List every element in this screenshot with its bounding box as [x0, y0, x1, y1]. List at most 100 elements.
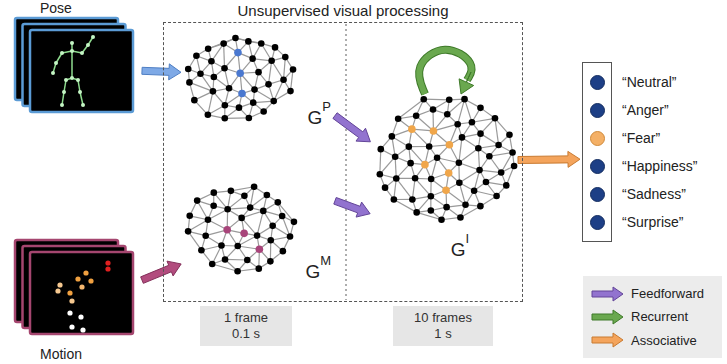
- legend-box: FeedforwardRecurrentAssociative: [583, 276, 722, 358]
- legend-arrow: [591, 309, 625, 325]
- graph-vertex: [222, 102, 229, 109]
- legend-row: Recurrent: [591, 309, 714, 325]
- graph-edge: [208, 209, 228, 220]
- joint: [78, 90, 82, 94]
- video-frame: [30, 252, 133, 334]
- graph-vertex: [420, 96, 427, 103]
- emotion-label: “Happiness”: [622, 158, 697, 174]
- graph-vertex: [392, 153, 399, 160]
- graph-symbol: G: [308, 108, 323, 128]
- graph-edge: [459, 137, 462, 162]
- graph-vertex: [446, 141, 454, 149]
- graph-edge: [431, 158, 437, 179]
- graph-vertex: [232, 35, 239, 42]
- graph-vertex: [221, 115, 228, 122]
- graph-vertex: [280, 248, 287, 255]
- motion-dot: [55, 288, 60, 293]
- graph-vertex: [428, 193, 435, 200]
- graph-vertex: [498, 169, 505, 176]
- legend-label: Associative: [631, 333, 697, 348]
- motion-dot: [80, 327, 85, 332]
- frame-stack: Motion: [12, 236, 142, 362]
- graph-vertex: [382, 184, 389, 191]
- graph-vertex: [407, 160, 414, 167]
- graph-edge: [460, 206, 480, 217]
- graph-edge: [228, 208, 251, 210]
- graph-edge: [189, 82, 212, 91]
- graph-vertex: [475, 145, 482, 152]
- graph-vertex: [492, 115, 499, 122]
- motion-dot: [79, 284, 84, 289]
- graph-vertex: [210, 203, 217, 210]
- graph-vertex: [469, 119, 476, 126]
- stack-label: Pose: [12, 0, 142, 16]
- graph-vertex: [267, 237, 274, 244]
- graph-vertex: [197, 70, 204, 77]
- graph-art: [185, 35, 296, 122]
- graph-vertex: [222, 256, 229, 263]
- graph-vertex: [503, 182, 510, 189]
- frame-stack-art: [15, 240, 133, 334]
- graph-vertex: [185, 228, 192, 235]
- graph-art: [185, 183, 297, 274]
- graph-vertex: [454, 121, 461, 128]
- graph-vertex: [250, 99, 257, 106]
- motion-dot: [69, 298, 74, 303]
- graph-edge: [269, 61, 272, 85]
- graph-edge: [379, 149, 381, 174]
- graph-vertex: [226, 85, 233, 92]
- graph-vertex: [186, 212, 193, 219]
- output-unit: [582, 215, 612, 230]
- graph-edge: [208, 91, 213, 114]
- graph-edge: [255, 90, 274, 102]
- graph-vertex: [186, 79, 193, 86]
- graph-vertex: [443, 204, 450, 211]
- graph-vertex: [509, 149, 516, 156]
- panel-title: Unsupervised visual processing: [163, 2, 523, 20]
- emotion-label: “Fear”: [622, 130, 660, 146]
- graph-network: GM: [183, 180, 335, 284]
- graph-symbol: G: [451, 240, 466, 260]
- graph-vertex: [265, 81, 272, 88]
- joint: [60, 103, 64, 107]
- time-label: 1 s: [434, 326, 451, 342]
- joint: [62, 90, 66, 94]
- graph-vertex: [413, 209, 420, 216]
- graph-edge: [223, 44, 225, 69]
- graph-vertex: [486, 153, 493, 160]
- graph-vertex: [236, 69, 244, 77]
- graph-edge: [225, 259, 247, 261]
- graph-vertex: [462, 201, 469, 208]
- graph-vertex: [291, 219, 298, 226]
- graph-vertex: [421, 161, 429, 169]
- processing-panel: GPGMGIUnsupervised visual processing: [163, 2, 523, 302]
- graph-vertex: [251, 86, 258, 93]
- graph-vertex: [279, 213, 286, 220]
- flow-arrow: [334, 198, 370, 218]
- motion-dot: [83, 270, 88, 275]
- graph-vertex: [409, 196, 416, 203]
- emotion-label: “Surprise”: [622, 214, 683, 230]
- graph-vertex: [282, 54, 289, 61]
- graph-vertex: [234, 268, 241, 275]
- frame-stack-art: [15, 18, 133, 112]
- graph-vertex: [240, 230, 248, 238]
- output-unit: [582, 131, 612, 146]
- graph-vertex: [198, 247, 205, 254]
- graph-network: GI: [372, 92, 518, 262]
- output-unit: [582, 187, 612, 202]
- graph-edge: [415, 178, 431, 196]
- graph-vertex: [223, 226, 231, 234]
- video-frame: [30, 30, 133, 112]
- output-layer: “Neutral”“Anger”“Fear”“Happiness”“Sadnes…: [582, 62, 722, 242]
- graph-symbol: G: [305, 262, 320, 282]
- graph-vertex: [272, 44, 279, 51]
- graph-vertex: [483, 179, 490, 186]
- graph-vertex: [202, 232, 209, 239]
- output-unit: [582, 159, 612, 174]
- graph-edge: [459, 148, 478, 162]
- motion-dot: [69, 324, 74, 329]
- legend-arrow: [591, 332, 625, 348]
- graph-vertex: [389, 133, 396, 140]
- legend-row: Feedforward: [591, 286, 714, 302]
